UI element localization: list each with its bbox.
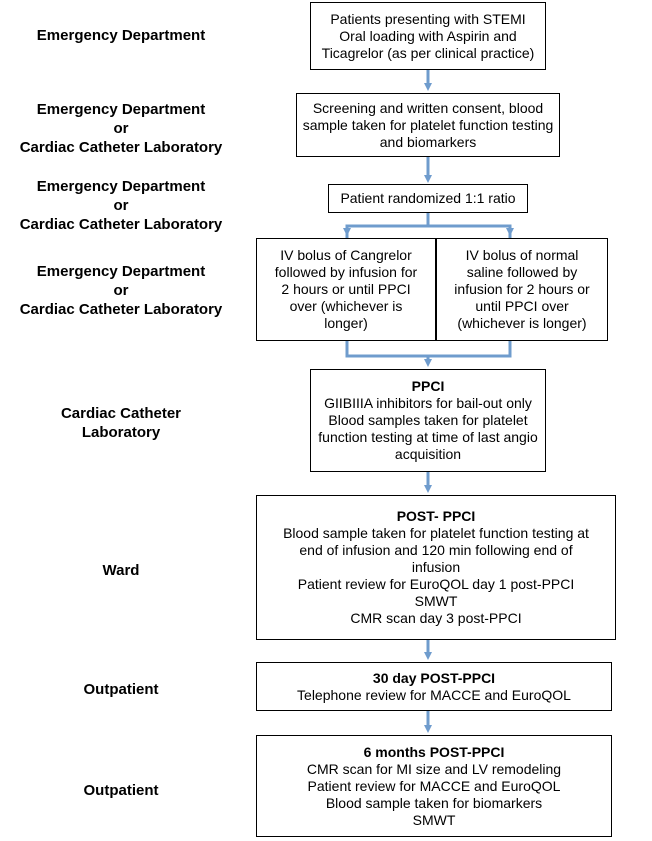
merge-connector xyxy=(345,341,512,358)
box-line: over (whichever is xyxy=(289,298,403,314)
stage-label-ward: Ward xyxy=(0,561,242,580)
label-line: Emergency Department xyxy=(36,101,206,118)
box-line: function testing at time of last angio xyxy=(318,429,538,445)
box-line: IV bolus of Cangrelor xyxy=(280,247,412,263)
box-line: GIIBIIIA inhibitors for bail-out only xyxy=(324,395,532,411)
label-line: Emergency Department xyxy=(36,178,206,195)
box-line: Patient review for MACCE and EuroQOL xyxy=(307,777,561,794)
box-line: sample taken for platelet function testi… xyxy=(302,116,554,133)
stage-label-ed-or-cath-3: Emergency Department or Cardiac Catheter… xyxy=(0,262,242,319)
box-line: Telephone review for MACCE and EuroQOL xyxy=(297,686,571,703)
box-30-day-followup: 30 day POST-PPCI Telephone review for MA… xyxy=(256,662,612,711)
label-line: Emergency Department xyxy=(36,263,206,280)
box-line: saline followed by xyxy=(466,264,578,280)
box-saline-arm: IV bolus of normal saline followed by in… xyxy=(436,238,608,341)
box-line: CMR scan for MI size and LV remodeling xyxy=(306,760,562,777)
box-line: IV bolus of normal xyxy=(465,247,579,263)
box-ppci: PPCI GIIBIIIA inhibitors for bail-out on… xyxy=(310,369,546,472)
stage-label-outpatient-30d: Outpatient xyxy=(0,680,242,699)
stage-label-cath-lab: Cardiac Catheter Laboratory xyxy=(0,404,242,442)
box-title: POST- PPCI xyxy=(396,508,476,524)
box-line: Blood sample taken for biomarkers xyxy=(325,794,543,811)
stage-label-ed-or-cath-1: Emergency Department or Cardiac Catheter… xyxy=(0,100,242,157)
box-title: 30 day POST-PPCI xyxy=(372,669,496,686)
box-line: Ticagrelor (as per clinical practice) xyxy=(321,44,535,61)
box-randomization: Patient randomized 1:1 ratio xyxy=(328,184,528,213)
box-line: Oral loading with Aspirin and xyxy=(339,27,517,44)
box-line: Patient randomized 1:1 ratio xyxy=(340,190,516,206)
box-post-ppci: POST- PPCI Blood sample taken for platel… xyxy=(256,495,616,640)
stage-label-outpatient-6m: Outpatient xyxy=(0,781,242,800)
box-line: infusion xyxy=(411,559,461,575)
box-line: SMWT xyxy=(414,593,458,609)
label-line: Cardiac Catheter Laboratory xyxy=(19,216,223,233)
box-line: SMWT xyxy=(412,811,456,828)
label-line: or xyxy=(113,282,129,299)
label-line: or xyxy=(113,120,129,137)
box-6-month-followup: 6 months POST-PPCI CMR scan for MI size … xyxy=(256,735,612,837)
box-line: followed by infusion for xyxy=(274,264,418,280)
stage-label-ed-or-cath-2: Emergency Department or Cardiac Catheter… xyxy=(0,177,242,234)
box-line: acquisition xyxy=(394,446,462,462)
label-line: Outpatient xyxy=(83,681,159,698)
box-line: and biomarkers xyxy=(379,133,477,150)
box-title: 6 months POST-PPCI xyxy=(363,743,505,760)
box-line: until PPCI over xyxy=(475,298,569,314)
box-line: Patient review for EuroQOL day 1 post-PP… xyxy=(297,576,575,592)
stage-label-emergency: Emergency Department xyxy=(0,26,242,45)
box-line: end of infusion and 120 min following en… xyxy=(299,542,573,558)
label-line: Cardiac Catheter xyxy=(60,405,182,422)
box-line: Blood sample taken for platelet function… xyxy=(283,525,589,541)
label-line: Emergency Department xyxy=(36,27,206,44)
box-line: CMR scan day 3 post-PPCI xyxy=(350,610,522,626)
label-line: Cardiac Catheter Laboratory xyxy=(19,301,223,318)
label-line: Cardiac Catheter Laboratory xyxy=(19,139,223,156)
box-line: Blood samples taken for platelet xyxy=(328,412,528,428)
label-line: Outpatient xyxy=(83,782,159,799)
box-screening-consent: Screening and written consent, blood sam… xyxy=(296,93,560,157)
box-line: Patients presenting with STEMI xyxy=(330,10,526,27)
box-line: Screening and written consent, blood xyxy=(312,99,544,116)
box-stemi-presentation: Patients presenting with STEMI Oral load… xyxy=(310,2,546,70)
split-connector xyxy=(345,224,512,238)
box-line: (whichever is longer) xyxy=(457,315,587,331)
label-line: Laboratory xyxy=(81,424,161,441)
label-line: Ward xyxy=(102,562,140,579)
box-cangrelor-arm: IV bolus of Cangrelor followed by infusi… xyxy=(256,238,436,341)
box-line: 2 hours or until PPCI xyxy=(281,281,411,297)
box-line: infusion for 2 hours or xyxy=(454,281,590,297)
box-title: PPCI xyxy=(411,378,445,394)
box-line: longer) xyxy=(324,315,368,331)
label-line: or xyxy=(113,197,129,214)
